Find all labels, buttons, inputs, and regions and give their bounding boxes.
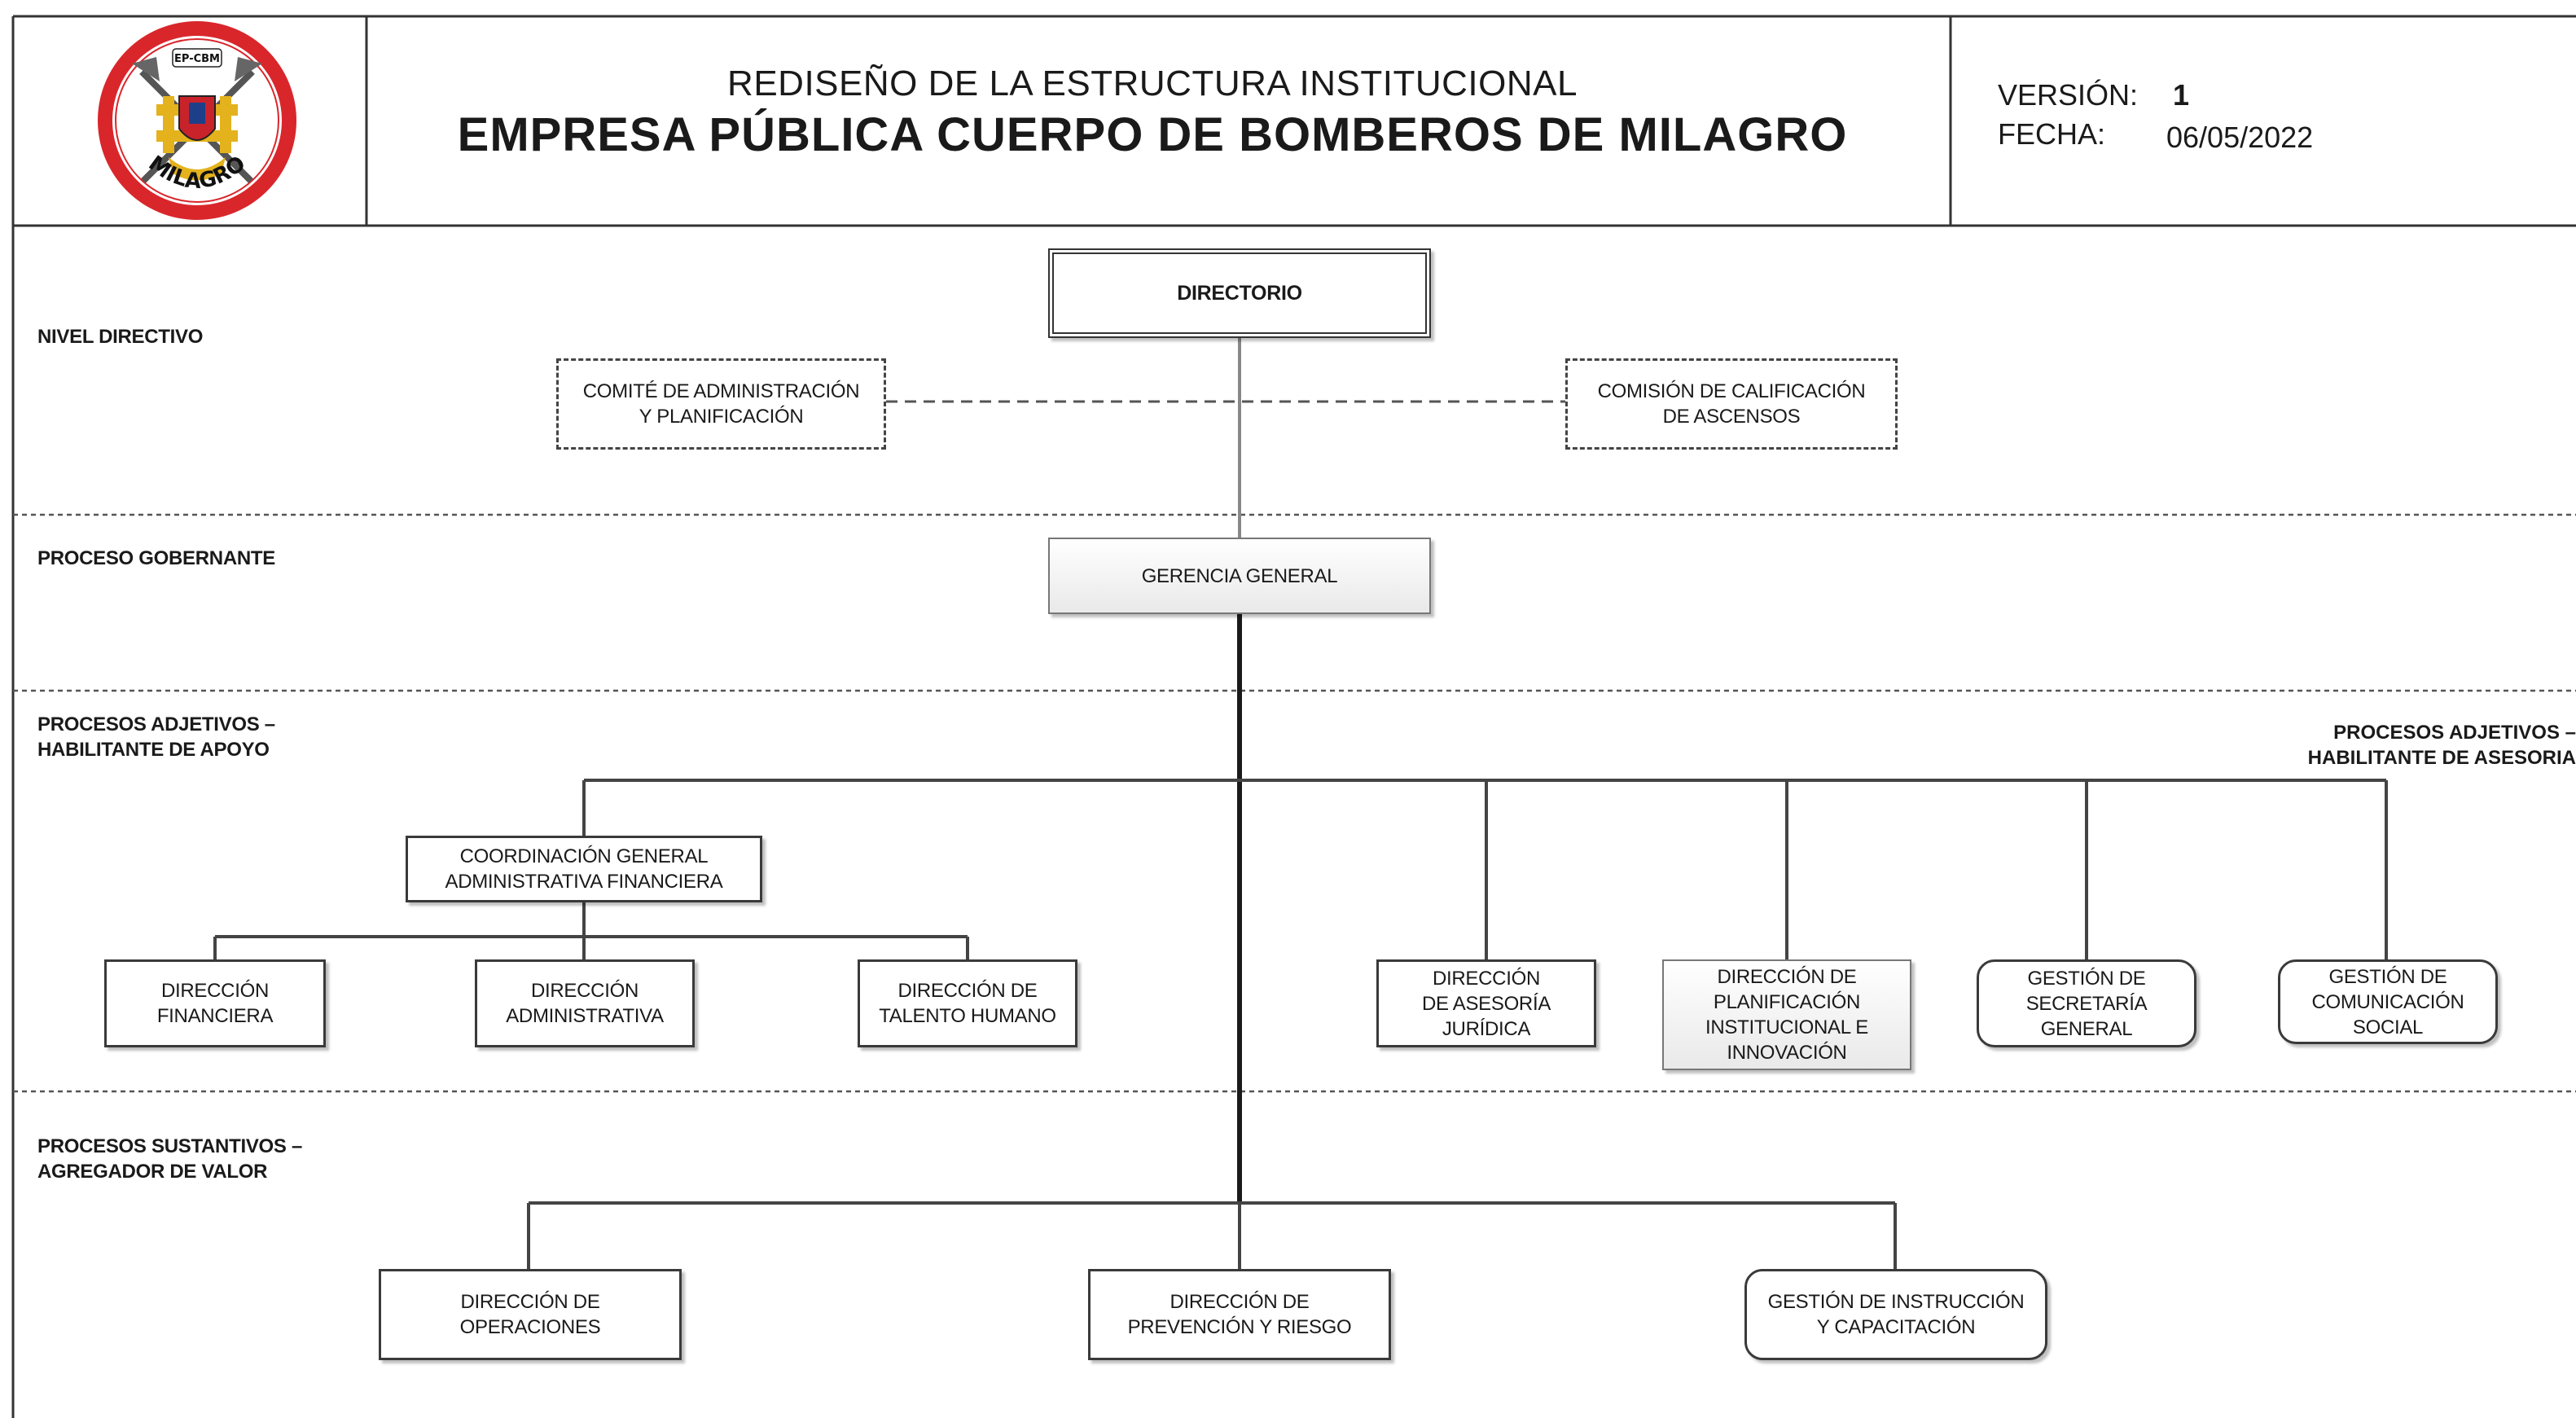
unit-comision-ascensos: COMISIÓN DE CALIFICACIÓN DE ASCENSOS [1565, 358, 1898, 450]
unit-label-line: OPERACIONES [459, 1316, 601, 1338]
milagro-firefighters-logo: EP-CBM MILAGRO [98, 21, 296, 220]
unit-directorio: DIRECTORIO [1048, 248, 1431, 338]
unit-label-line: ADMINISTRATIVA [506, 1005, 664, 1027]
level-asesoria-line-1: PROCESOS ADJETIVOS – [2333, 722, 2576, 744]
unit-label-line: JURÍDICA [1442, 1017, 1531, 1040]
level-asesoria-line-2: HABILITANTE DE ASESORIA [2307, 747, 2576, 769]
level-apoyo-line-2: HABILITANTE DE APOYO [37, 739, 270, 761]
level-sustantivos-line-2: AGREGADOR DE VALOR [37, 1161, 268, 1183]
unit-label: DIRECCIÓN DE PLANIFICACIÓN INSTITUCIONAL E… [1701, 964, 1873, 1065]
header-subtitle: REDISEÑO DE LA ESTRUCTURA INSTITUCIONAL [727, 64, 1578, 103]
unit-label: DIRECCIÓN FINANCIERA [152, 978, 278, 1029]
unit-label-line: DIRECCIÓN DE [1717, 966, 1857, 988]
unit-label-line: DIRECCIÓN [161, 980, 269, 1002]
unit-comite-administracion: COMITÉ DE ADMINISTRACIÓN Y PLANIFICACIÓN [556, 358, 886, 450]
unit-label-line: Y CAPACITACIÓN [1816, 1316, 1976, 1338]
unit-label-line: PLANIFICACIÓN [1713, 991, 1861, 1013]
unit-label-line: COMISIÓN DE CALIFICACIÓN [1597, 380, 1866, 402]
unit-direccion-prevencion: DIRECCIÓN DE PREVENCIÓN Y RIESGO [1088, 1269, 1391, 1360]
unit-label-line: SOCIAL [2352, 1016, 2424, 1038]
unit-label: DIRECCIÓN DE OPERACIONES [455, 1289, 606, 1340]
unit-label-line: INSTITUCIONAL E [1705, 1016, 1868, 1038]
svg-text:EP-CBM: EP-CBM [174, 53, 220, 65]
unit-gerencia-general: GERENCIA GENERAL [1048, 538, 1431, 614]
unit-label-line: DIRECCIÓN [531, 980, 639, 1002]
unit-label: DIRECTORIO [1172, 281, 1307, 306]
unit-label-line: FINANCIERA [156, 1005, 274, 1027]
date-label: FECHA: [1998, 117, 2106, 151]
unit-label-line: GESTIÓN DE INSTRUCCIÓN [1767, 1291, 2025, 1313]
unit-label-line: ADMINISTRATIVA FINANCIERA [445, 871, 723, 893]
unit-label-line: Y PLANIFICACIÓN [639, 406, 804, 428]
version-value: 1 [2173, 78, 2190, 112]
unit-label: GERENCIA GENERAL [1137, 564, 1343, 589]
unit-label-line: DIRECCIÓN DE [897, 980, 1038, 1002]
date-value: 06/05/2022 [2166, 121, 2314, 154]
unit-label: DIRECCIÓN DE PREVENCIÓN Y RIESGO [1123, 1289, 1357, 1340]
unit-label-line: DIRECTORIO [1177, 281, 1302, 305]
unit-label-line: DIRECCIÓN DE [1170, 1291, 1310, 1313]
unit-label-line: DE ASESORÍA [1421, 992, 1551, 1015]
unit-label-line: DIRECCIÓN [1433, 967, 1540, 990]
unit-label-line: COMUNICACIÓN [2311, 990, 2464, 1013]
level-gobernante-label: PROCESO GOBERNANTE [37, 547, 275, 569]
unit-direccion-administrativa: DIRECCIÓN ADMINISTRATIVA [475, 959, 695, 1047]
unit-label-line: GESTIÓN DE [2027, 967, 2146, 990]
unit-label: COMITÉ DE ADMINISTRACIÓN Y PLANIFICACIÓN [578, 379, 865, 429]
unit-direccion-financiera: DIRECCIÓN FINANCIERA [104, 959, 326, 1047]
unit-label-line: GENERAL [2040, 1017, 2133, 1040]
unit-label-line: PREVENCIÓN Y RIESGO [1127, 1316, 1352, 1338]
unit-label-line: DE ASCENSOS [1662, 406, 1801, 428]
unit-direccion-planificacion: DIRECCIÓN DE PLANIFICACIÓN INSTITUCIONAL E… [1662, 959, 1911, 1070]
unit-label: GESTIÓN DE INSTRUCCIÓN Y CAPACITACIÓN [1763, 1289, 2030, 1340]
unit-label: COORDINACIÓN GENERAL ADMINISTRATIVA FINAN… [441, 844, 728, 894]
unit-direccion-talento-humano: DIRECCIÓN DE TALENTO HUMANO [858, 959, 1077, 1047]
unit-label-line: TALENTO HUMANO [879, 1005, 1056, 1027]
header-title: EMPRESA PÚBLICA CUERPO DE BOMBEROS DE MI… [457, 108, 1848, 161]
level-directivo-label: NIVEL DIRECTIVO [37, 326, 204, 348]
level-asesoria-label: PROCESOS ADJETIVOS – HABILITANTE DE ASES… [2308, 720, 2576, 770]
level-apoyo-line-1: PROCESOS ADJETIVOS – [37, 713, 275, 735]
unit-coordinacion-general: COORDINACIÓN GENERAL ADMINISTRATIVA FINAN… [406, 836, 762, 902]
unit-label: COMISIÓN DE CALIFICACIÓN DE ASCENSOS [1593, 379, 1871, 429]
level-apoyo-label: PROCESOS ADJETIVOS – HABILITANTE DE APOY… [37, 712, 275, 762]
unit-label: DIRECCIÓN DE TALENTO HUMANO [874, 978, 1061, 1029]
level-sustantivos-label: PROCESOS SUSTANTIVOS – AGREGADOR DE VALO… [37, 1134, 302, 1184]
unit-gestion-instruccion: GESTIÓN DE INSTRUCCIÓN Y CAPACITACIÓN [1744, 1269, 2047, 1360]
unit-label: DIRECCIÓN ADMINISTRATIVA [501, 978, 669, 1029]
unit-label-line: COORDINACIÓN GENERAL [459, 845, 709, 867]
unit-label-line: INNOVACIÓN [1727, 1042, 1847, 1064]
unit-label-line: COMITÉ DE ADMINISTRACIÓN [582, 380, 860, 402]
unit-direccion-operaciones: DIRECCIÓN DE OPERACIONES [379, 1269, 682, 1360]
unit-label-line: GERENCIA GENERAL [1141, 564, 1338, 587]
level-sustantivos-line-1: PROCESOS SUSTANTIVOS – [37, 1135, 303, 1157]
unit-label-line: SECRETARÍA [2025, 992, 2148, 1015]
unit-label-line: DIRECCIÓN DE [460, 1291, 600, 1313]
version-label: VERSIÓN: [1998, 78, 2139, 112]
unit-label-line: GESTIÓN DE [2328, 965, 2447, 988]
